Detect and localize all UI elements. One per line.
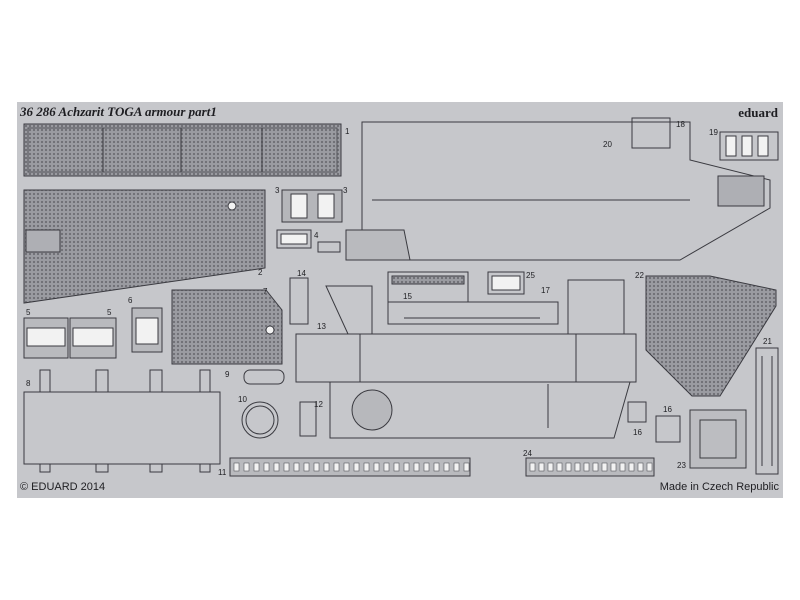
strip-slot	[463, 462, 470, 472]
strip-slot	[393, 462, 400, 472]
part-16a	[627, 401, 647, 423]
part-24-strip	[525, 457, 655, 477]
origin-text: Made in Czech Republic	[659, 481, 779, 493]
part-2-mesh-panel	[23, 189, 266, 304]
part-label-17: 17	[541, 286, 550, 295]
strip-slot	[443, 462, 450, 472]
strip-slot	[323, 462, 330, 472]
part-10-ring	[241, 401, 279, 439]
strip-slot	[556, 462, 563, 472]
part-1-mesh-plate	[23, 123, 342, 177]
strip-slot	[433, 462, 440, 472]
part-label-19: 19	[709, 128, 718, 137]
brand-logo-text: eduard	[738, 105, 778, 120]
part-4b	[317, 241, 341, 253]
strip-slot	[243, 462, 250, 472]
strip-slot	[353, 462, 360, 472]
strip-slot	[453, 462, 460, 472]
part-label-24: 24	[523, 449, 532, 458]
strip-slot	[628, 462, 635, 472]
part-label-14: 14	[297, 269, 306, 278]
strip-slot	[373, 462, 380, 472]
strip-slot	[601, 462, 608, 472]
part-23	[689, 409, 747, 469]
strip-slot	[403, 462, 410, 472]
part-label-18: 18	[676, 120, 685, 129]
part-label-12: 12	[314, 400, 323, 409]
strip-slot	[273, 462, 280, 472]
part-7-mesh	[171, 289, 283, 365]
part-14	[289, 277, 309, 325]
part-label-10: 10	[238, 395, 247, 404]
part-8-panel	[23, 391, 221, 465]
part-label-25: 25	[526, 271, 535, 280]
strip-slot	[363, 462, 370, 472]
strip-slot	[574, 462, 581, 472]
part-label-16b: 16	[633, 428, 642, 437]
part-label-3a: 3	[275, 186, 280, 195]
fret-title: 36 286 Achzarit TOGA armour part1	[20, 104, 217, 119]
part-label-11: 11	[218, 468, 227, 477]
part-label-1: 1	[345, 127, 350, 136]
part-label-21: 21	[763, 337, 772, 346]
strip-slot	[233, 462, 240, 472]
part-label-2: 2	[258, 268, 263, 277]
part-label-5a: 5	[26, 308, 31, 317]
part-19	[719, 131, 779, 161]
strip-slot	[547, 462, 554, 472]
strip-slot	[565, 462, 572, 472]
part-label-9: 9	[225, 370, 230, 379]
part-label-6: 6	[128, 296, 133, 305]
part-21-strip	[755, 347, 779, 475]
copyright-text: © EDUARD 2014	[20, 481, 106, 493]
part-label-22: 22	[635, 271, 644, 280]
strip-slot	[637, 462, 644, 472]
part-13-flap	[325, 285, 373, 335]
strip-slot	[293, 462, 300, 472]
strip-slot	[283, 462, 290, 472]
part-16b	[655, 415, 681, 443]
strip-slot	[253, 462, 260, 472]
strip-slot	[423, 462, 430, 472]
part-12	[299, 401, 317, 437]
part-13-frame	[295, 333, 637, 383]
part-label-4: 4	[314, 231, 319, 240]
strip-slot	[619, 462, 626, 472]
part-label-3b: 3	[343, 186, 348, 195]
strip-slot	[583, 462, 590, 472]
part-22-mesh	[645, 275, 777, 397]
strip-slot	[313, 462, 320, 472]
strip-slot	[529, 462, 536, 472]
part-label-23: 23	[677, 461, 686, 470]
strip-slot	[538, 462, 545, 472]
strip-slot	[343, 462, 350, 472]
part-label-7: 7	[263, 287, 268, 296]
part-label-15: 15	[403, 292, 412, 301]
part-11-strip	[229, 457, 471, 477]
part-label-13: 13	[317, 322, 326, 331]
strip-slot	[333, 462, 340, 472]
strip-slot	[413, 462, 420, 472]
strip-slot	[303, 462, 310, 472]
part-9	[243, 369, 285, 385]
strip-slot	[646, 462, 653, 472]
strip-slot	[383, 462, 390, 472]
part-4-frame	[276, 229, 312, 249]
strip-slot	[263, 462, 270, 472]
strip-slot	[610, 462, 617, 472]
part-20-large-panel	[361, 121, 771, 261]
part-label-8: 8	[26, 379, 31, 388]
part-17	[387, 301, 559, 325]
part-label-16a: 16	[663, 405, 672, 414]
part-18	[631, 117, 671, 149]
strip-slot	[592, 462, 599, 472]
part-label-20: 20	[603, 140, 612, 149]
part-label-5b: 5	[107, 308, 112, 317]
part-25	[487, 271, 525, 295]
